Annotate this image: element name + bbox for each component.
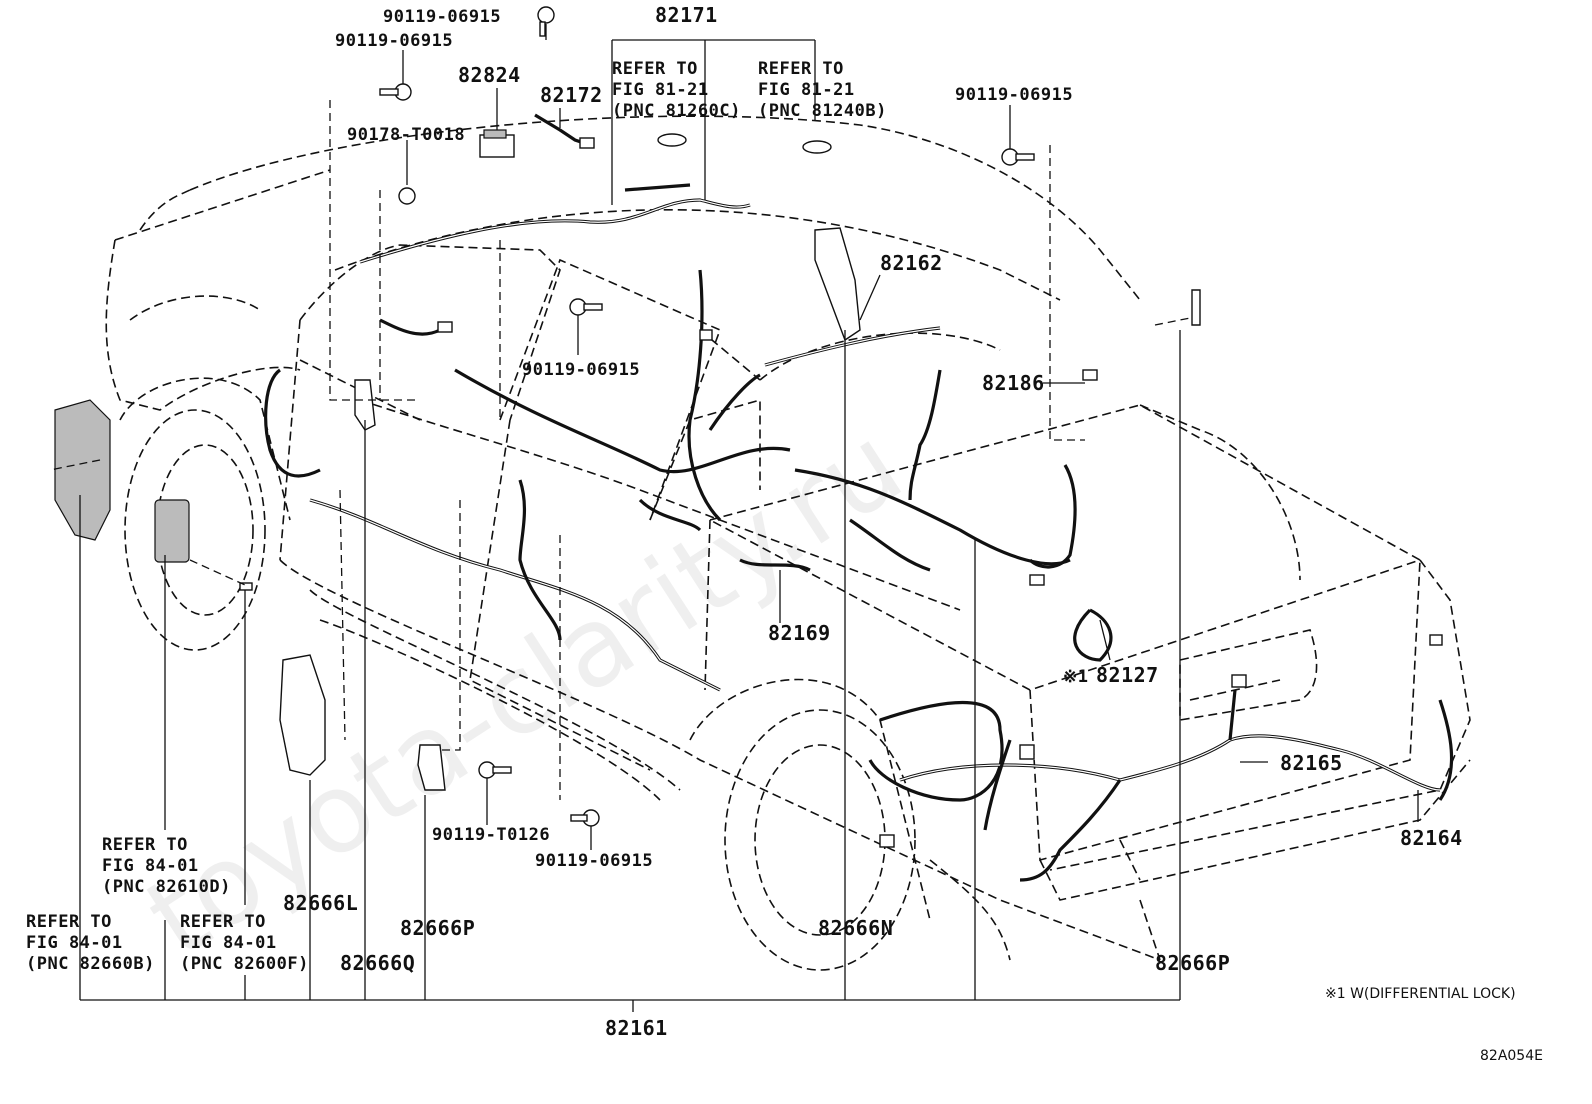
footnote: ※1 W(DIFFERENTIAL LOCK): [1325, 986, 1516, 1002]
svg-text:(PNC 81260C): (PNC 81260C): [612, 101, 741, 121]
svg-text:REFER TO: REFER TO: [180, 912, 266, 932]
label-82171: 82171: [655, 3, 718, 27]
bolt-icon: [570, 809, 600, 827]
connector-icon: [154, 499, 190, 563]
ref-81240b: REFER TO FIG 81-21 (PNC 81240B): [758, 59, 887, 121]
label-90119-06915-a: 90119-06915: [383, 7, 501, 27]
label-82161: 82161: [605, 1016, 668, 1040]
svg-text:FIG 84-01: FIG 84-01: [180, 933, 277, 953]
label-82666p-a: 82666P: [400, 916, 475, 940]
bracket-icon: [279, 654, 326, 776]
bolt-icon: [478, 761, 512, 779]
svg-text:REFER TO: REFER TO: [26, 912, 112, 932]
bracket-icon: [354, 379, 376, 431]
svg-text:(PNC 82610D): (PNC 82610D): [102, 877, 231, 897]
label-82172: 82172: [540, 83, 603, 107]
ref-82600f: REFER TO FIG 84-01 (PNC 82600F): [180, 912, 309, 974]
label-82666q: 82666Q: [340, 951, 415, 975]
svg-text:REFER TO: REFER TO: [102, 835, 188, 855]
bracket-icon: [814, 227, 861, 342]
label-82186: 82186: [982, 371, 1045, 395]
ref-82660b: REFER TO FIG 84-01 (PNC 82660B): [26, 912, 155, 974]
label-82164: 82164: [1400, 826, 1463, 850]
label-90119-06915-c: 90119-06915: [955, 85, 1073, 105]
bolt-icon: [1001, 148, 1035, 166]
ref-81260c: REFER TO FIG 81-21 (PNC 81260C): [612, 59, 741, 121]
parts: [54, 6, 1443, 848]
relay-block-icon: [54, 399, 111, 541]
label-82169: 82169: [768, 621, 831, 645]
label-90119-t0126: 90119-T0126: [432, 825, 550, 845]
svg-text:FIG 81-21: FIG 81-21: [612, 80, 709, 100]
svg-text:FIG 81-21: FIG 81-21: [758, 80, 855, 100]
svg-text:FIG 84-01: FIG 84-01: [26, 933, 123, 953]
figure-id: 82A054E: [1480, 1048, 1543, 1064]
label-90178-t0018: 90178-T0018: [347, 125, 465, 145]
label-82165: 82165: [1280, 751, 1343, 775]
bolt-icon: [379, 83, 412, 101]
bolt-icon: [537, 6, 555, 37]
wire-harnesses: [264, 183, 1454, 882]
ref-82610d: REFER TO FIG 84-01 (PNC 82610D): [102, 835, 231, 897]
svg-text:REFER TO: REFER TO: [612, 59, 698, 79]
label-82162: 82162: [880, 251, 943, 275]
label-82666n: 82666N: [818, 916, 893, 940]
label-90119-06915-d: 90119-06915: [522, 360, 640, 380]
label-82824: 82824: [458, 63, 521, 87]
svg-text:(PNC 82660B): (PNC 82660B): [26, 954, 155, 974]
svg-text:(PNC 82600F): (PNC 82600F): [180, 954, 309, 974]
label-90119-06915-e: 90119-06915: [535, 851, 653, 871]
label-82666p-b: 82666P: [1155, 951, 1230, 975]
svg-text:REFER TO: REFER TO: [758, 59, 844, 79]
label-90119-06915-b: 90119-06915: [335, 31, 453, 51]
label-82666l: 82666L: [283, 891, 358, 915]
bracket-icon: [417, 744, 446, 791]
clip-icon: [398, 187, 416, 205]
svg-text:(PNC 81240B): (PNC 81240B): [758, 101, 887, 121]
svg-text:FIG 84-01: FIG 84-01: [102, 856, 199, 876]
label-82127-mark: ※1: [1063, 667, 1088, 687]
leader-lines: [49, 24, 1419, 1012]
bolt-icon: [569, 298, 603, 316]
watermark: toyota-clarity.ru: [124, 401, 923, 982]
part-labels: 90119-06915 90119-06915 82824 82172 8217…: [26, 3, 1543, 1064]
label-82127: 82127: [1096, 663, 1159, 687]
